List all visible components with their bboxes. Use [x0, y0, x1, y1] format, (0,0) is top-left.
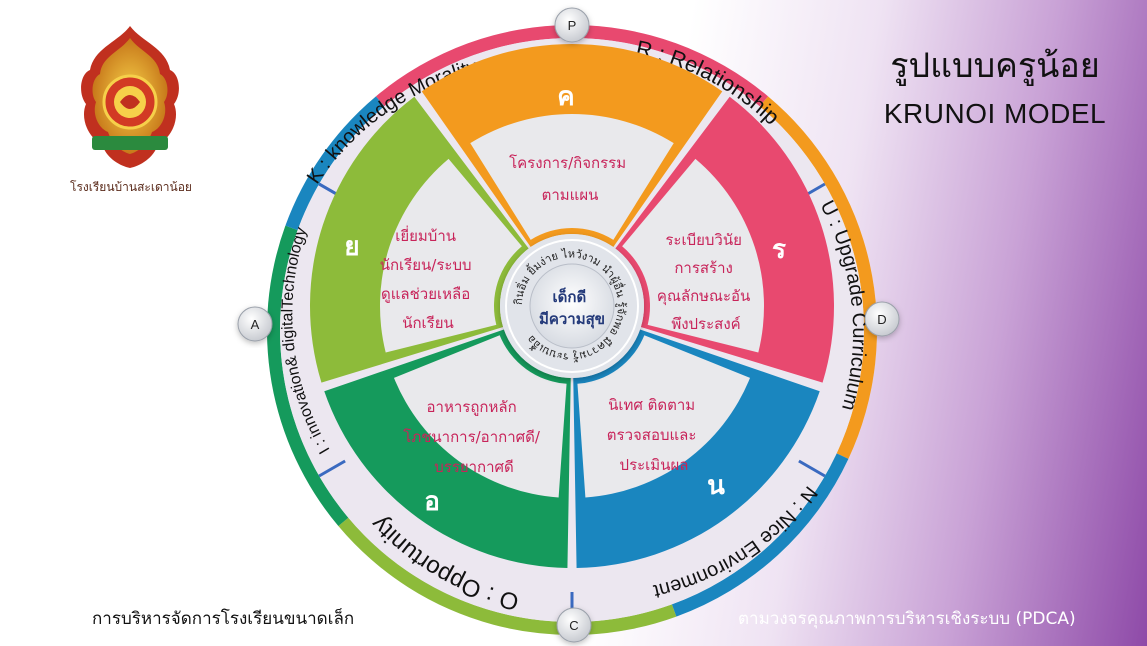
- pdca-node-c: C: [556, 607, 592, 643]
- segment-r-text: ระเบียบวินัย การสร้าง คุณลักษณะอัน พึงปร…: [657, 231, 755, 333]
- segment-k-panel: [470, 113, 674, 240]
- segment-o-text: อาหารถูกหลัก โภชนาการ/อากาศดี/ บรรยากาศด…: [403, 398, 544, 476]
- hub-ring: [505, 239, 639, 373]
- hub-text: เด็กดี มีความสุข: [539, 287, 605, 329]
- segment-y-text: เยี่ยมบ้าน นักเรียน/ระบบ ดูแลช่วยเหลือ น…: [380, 225, 477, 332]
- pdca-node-a: A: [237, 306, 273, 342]
- school-name: โรงเรียนบ้านสะเดาน้อย: [70, 180, 192, 194]
- rim-band: [285, 96, 385, 231]
- segment-n-text: นิเทศ ติดตาม ตรวจสอบและ ประเมินผล: [607, 396, 701, 474]
- hub-center: [529, 263, 615, 349]
- model-title-thai: รูปแบบครูน้อย: [890, 46, 1100, 86]
- segment-r-letter: ร: [772, 235, 786, 265]
- pdca-node-p: P: [554, 7, 590, 43]
- model-title-english: KRUNOI MODEL: [883, 98, 1107, 129]
- rim-band: [338, 517, 677, 635]
- rim-band: [266, 225, 349, 527]
- rim-band: [671, 453, 849, 617]
- pdca-node-d: D: [864, 301, 900, 337]
- school-emblem-icon: [81, 26, 179, 168]
- ring-divider: [318, 459, 346, 478]
- svg-text:C: C: [569, 618, 578, 633]
- ring-divider: [798, 459, 826, 478]
- segment-n-panel: [577, 335, 751, 498]
- segment-k-letter: ค: [557, 82, 574, 112]
- footer-left-caption: การบริหารจัดการโรงเรียนขนาดเล็ก: [92, 609, 355, 629]
- svg-text:A: A: [251, 317, 260, 332]
- segment-y-letter: ย: [344, 232, 359, 262]
- segment-n-letter: น: [707, 471, 725, 501]
- school-logo: โรงเรียนบ้านสะเดาน้อย: [70, 18, 192, 196]
- rim-band: [759, 96, 877, 459]
- segment-o-letter: อ: [424, 487, 440, 517]
- segment-k-text: โครงการ/กิจกรรม ตามแผน: [509, 154, 631, 204]
- segment-r-panel: [622, 158, 764, 353]
- segment-o-panel: [393, 335, 567, 498]
- rim-band: [375, 24, 769, 107]
- segment-y-panel: [380, 158, 522, 353]
- svg-text:D: D: [877, 312, 886, 327]
- footer-right-caption: ตามวงจรคุณภาพการบริหารเชิงระบบ (PDCA): [738, 609, 1076, 629]
- outer-rim: [266, 24, 877, 635]
- svg-text:P: P: [568, 18, 577, 33]
- wheel-segments: [310, 44, 834, 568]
